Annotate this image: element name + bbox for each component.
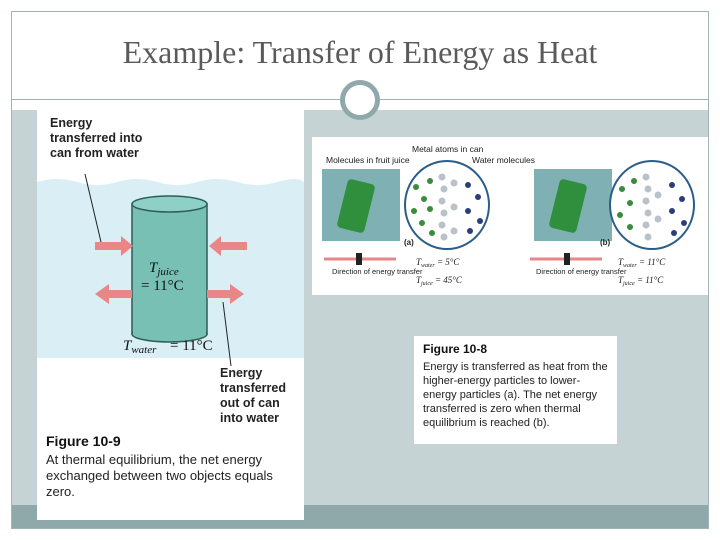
panel-a-tag: (a) [404, 238, 414, 247]
figure-10-8-caption-box: Figure 10-8 Energy is transferred as hea… [414, 336, 617, 444]
panel-b: (b) Direction of energy transfer Twater … [530, 160, 695, 287]
figure-10-9: Tjuice = 11°C Twater = 11°C Energy trans… [37, 110, 304, 520]
can-bottom-cover [133, 322, 206, 334]
panel-a: (a) Direction of energy transfer Twater … [322, 160, 490, 287]
panel-b-metal-particles [642, 173, 662, 241]
panel-b-juice-particles [617, 178, 637, 230]
panel-a-direction-marker [356, 253, 362, 265]
arrow-out-right [207, 284, 244, 304]
t-water-value: = 11°C [170, 338, 213, 354]
arrow-out-left [95, 284, 132, 304]
panel-a-water-particles [465, 182, 483, 234]
leader-line-in [84, 173, 102, 243]
t-juice-symbol: Tjuice [149, 260, 179, 278]
divider-ring-icon [340, 80, 380, 120]
panel-b-t-water: Twater = 11°C [618, 257, 666, 269]
panel-a-t-water: Twater = 5°C [416, 257, 460, 269]
label-juice-molecules: Molecules in fruit juice [326, 155, 410, 165]
label-energy-in: Energy transferred into can from water [50, 116, 143, 160]
label-water-molecules: Water molecules [472, 155, 535, 165]
panel-b-water-particles [669, 182, 687, 236]
figure-10-9-title: Figure 10-9 [46, 433, 121, 449]
panel-b-direction-label: Direction of energy transfer [536, 267, 627, 276]
leader-line-out [222, 301, 232, 367]
thermal-equilibrium-illustration: Tjuice = 11°C Twater = 11°C [37, 173, 304, 367]
figure-10-8-title: Figure 10-8 [423, 342, 488, 356]
figure-10-8-caption: Energy is transferred as heat from the h… [423, 361, 608, 429]
panel-b-can-icon [549, 179, 587, 233]
label-metal-atoms: Metal atoms in can [412, 144, 484, 154]
panel-a-t-juice: Tjuice = 45°C [416, 275, 463, 287]
label-energy-out: Energy transferred out of can into water [220, 366, 286, 425]
figure-10-8: Metal atoms in can Molecules in fruit ju… [312, 137, 708, 295]
panel-b-tag: (b) [600, 238, 611, 247]
panel-a-direction-label: Direction of energy transfer [332, 267, 423, 276]
arrow-in-left [95, 236, 133, 256]
can-body [131, 203, 208, 335]
panel-b-direction-marker [564, 253, 570, 265]
t-water-symbol: Twater [123, 338, 157, 356]
t-juice-value: = 11°C [141, 278, 184, 294]
panel-b-t-juice: Tjuice = 11°C [618, 275, 664, 287]
panel-a-metal-particles [438, 173, 458, 241]
panel-a-can-icon [337, 179, 375, 233]
panel-a-juice-particles [411, 178, 435, 236]
particle-transfer-illustration: Metal atoms in can Molecules in fruit ju… [322, 144, 695, 287]
figure-10-9-caption: At thermal equilibrium, the net energy e… [46, 452, 273, 499]
can-top [131, 195, 208, 213]
slide-title: Example: Transfer of Energy as Heat [122, 34, 598, 70]
slide-frame [11, 11, 709, 529]
panel-b-particle-view [609, 160, 695, 250]
arrow-in-right [209, 236, 247, 256]
